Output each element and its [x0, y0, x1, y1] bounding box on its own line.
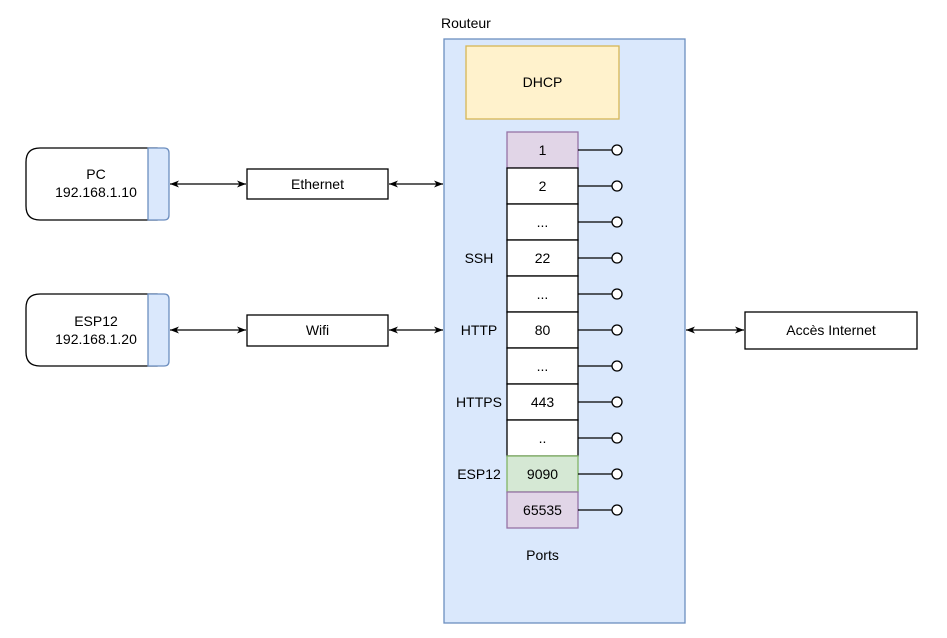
port-row: 2	[506, 167, 623, 205]
port-row: 65535	[506, 491, 623, 529]
device-pc-ip: 192.168.1.10	[55, 184, 137, 200]
port-number: 2	[539, 178, 547, 194]
port-cell	[506, 311, 579, 349]
internet-box	[744, 311, 918, 350]
port-number: 22	[535, 250, 551, 266]
port-service-label: SSH	[465, 250, 494, 266]
port-row: ...	[506, 347, 623, 385]
port-cell	[506, 419, 579, 457]
port-cell	[506, 383, 579, 421]
device-esp12: ESP12 192.168.1.20	[25, 293, 170, 367]
link-wifi-label: Wifi	[306, 322, 329, 338]
port-service-label: ESP12	[457, 466, 501, 482]
port-number: ..	[539, 430, 547, 446]
ports-label: Ports	[526, 547, 559, 563]
port-endpoint-circle	[611, 360, 623, 372]
port-service-label: HTTPS	[456, 394, 502, 410]
device-pc-body	[25, 147, 158, 221]
device-pc: PC 192.168.1.10	[25, 147, 170, 221]
device-esp12-name: ESP12	[74, 313, 118, 329]
port-number: 65535	[523, 502, 562, 518]
device-esp12-ip: 192.168.1.20	[55, 331, 137, 347]
device-esp12-body	[25, 293, 158, 367]
port-number: 443	[531, 394, 555, 410]
port-row: 80 HTTP	[461, 311, 623, 349]
link-wifi-box	[246, 314, 389, 347]
port-row: 443 HTTPS	[456, 383, 623, 421]
port-endpoint-circle	[611, 252, 623, 264]
port-endpoint-circle	[611, 324, 623, 336]
port-row: 9090 ESP12	[457, 455, 623, 493]
port-endpoint-circle	[611, 216, 623, 228]
port-endpoint-circle	[611, 144, 623, 156]
internet-label: Accès Internet	[786, 322, 876, 338]
link-ethernet-label: Ethernet	[291, 176, 344, 192]
dhcp-box	[465, 45, 620, 120]
ports-list: 1 2... 22 SSH... 80 HTTP... 443 HTTPS.. 9090 ESP1…	[456, 131, 623, 529]
port-service-label: HTTP	[461, 322, 498, 338]
port-cell	[506, 455, 579, 493]
link-ethernet-box	[246, 168, 389, 200]
port-row: ..	[506, 419, 623, 457]
port-endpoint-circle	[611, 504, 623, 516]
port-number: 80	[535, 322, 551, 338]
port-endpoint-circle	[611, 396, 623, 408]
port-number: 1	[539, 142, 547, 158]
router-title: Routeur	[441, 15, 491, 31]
port-endpoint-circle	[611, 468, 623, 480]
device-esp12-side	[147, 293, 170, 367]
port-endpoint-circle	[611, 288, 623, 300]
port-number: ...	[537, 286, 549, 302]
dhcp-label: DHCP	[523, 74, 563, 90]
port-number: ...	[537, 358, 549, 374]
port-endpoint-circle	[611, 180, 623, 192]
device-pc-name: PC	[86, 166, 105, 182]
device-pc-side	[147, 147, 170, 221]
port-number: ...	[537, 214, 549, 230]
port-row: 1	[506, 131, 623, 169]
port-number: 9090	[527, 466, 558, 482]
port-endpoint-circle	[611, 432, 623, 444]
